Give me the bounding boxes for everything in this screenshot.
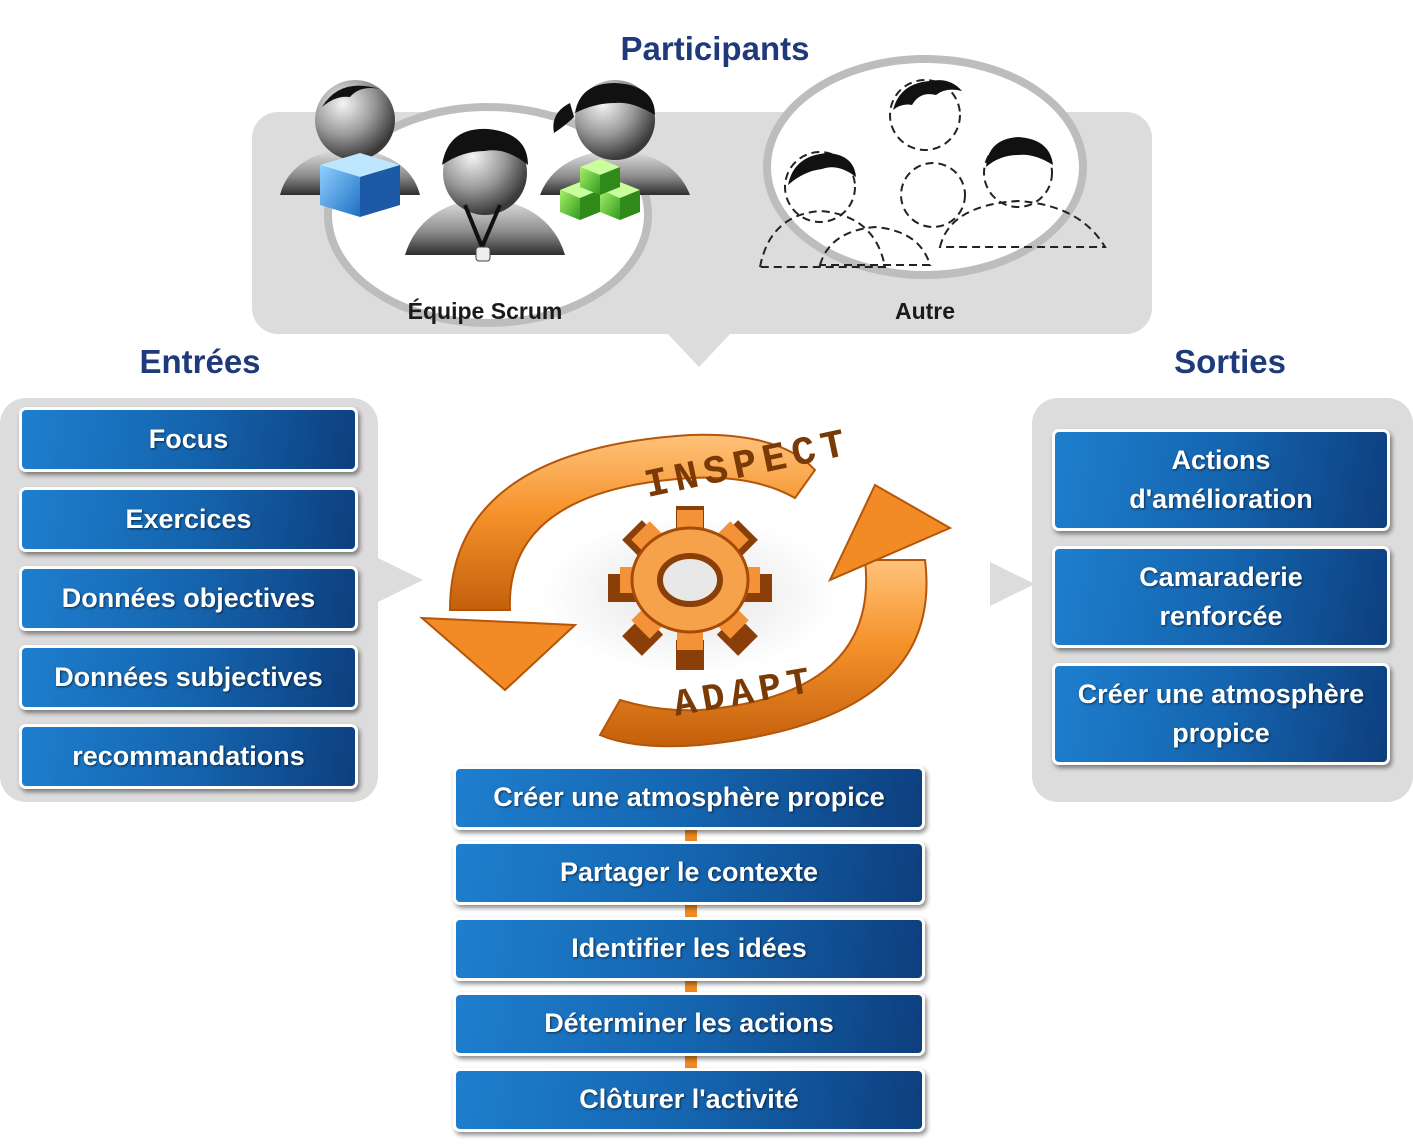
output-improvement-actions: Actions d'amélioration [1052, 429, 1390, 531]
other-label: Autre [894, 298, 956, 324]
step-create-atmosphere: Créer une atmosphère propice [453, 766, 925, 830]
inputs-arrow [378, 558, 423, 602]
participants-pointer [667, 333, 731, 367]
step-determine-actions: Déterminer les actions [453, 992, 925, 1056]
output-atmosphere-label: Créer une atmosphère propice [1077, 678, 1365, 748]
participants-title: Participants [620, 30, 810, 67]
output-atmosphere: Créer une atmosphère propice [1052, 663, 1390, 765]
step-share-context: Partager le contexte [453, 841, 925, 905]
other-participants-illustration [758, 55, 1107, 279]
scrum-team-illustration [280, 80, 690, 327]
inspect-adapt-cycle: INSPECT ADAPT [419, 422, 953, 748]
input-focus: Focus [19, 407, 358, 472]
input-exercises: Exercices [19, 487, 358, 552]
step-identify-ideas: Identifier les idées [453, 917, 925, 981]
input-recommendations: recommandations [19, 724, 358, 789]
output-improvement-actions-label: Actions d'amélioration [1129, 444, 1313, 514]
outputs-arrow [990, 562, 1035, 606]
output-camaraderie: Camaraderie renforcée [1052, 546, 1390, 648]
scrum-team-label: Équipe Scrum [407, 298, 563, 324]
gear-icon [608, 506, 772, 670]
outputs-title: Sorties [1174, 343, 1286, 380]
inputs-title: Entrées [139, 343, 261, 380]
step-close-activity: Clôturer l'activité [453, 1068, 925, 1132]
input-subjective-data: Données subjectives [19, 645, 358, 710]
output-camaraderie-label: Camaraderie renforcée [1139, 561, 1303, 631]
input-objective-data: Données objectives [19, 566, 358, 631]
